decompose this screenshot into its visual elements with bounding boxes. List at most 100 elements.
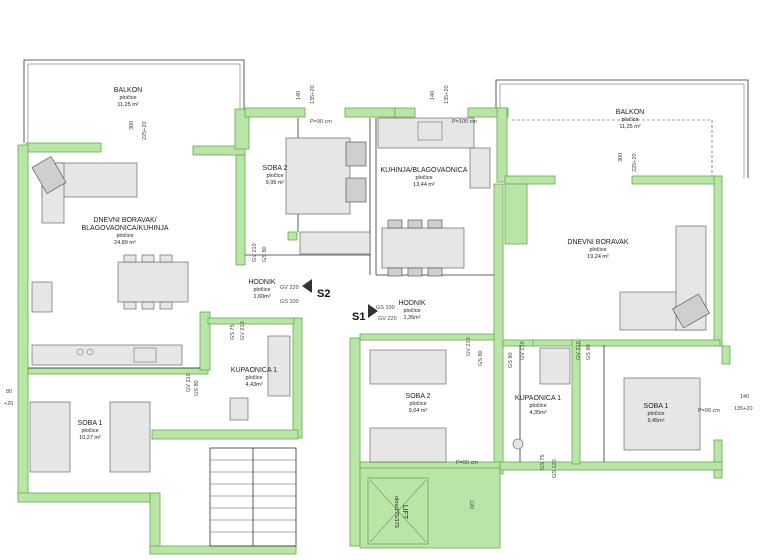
room-area: 1,35m² — [403, 315, 420, 321]
room-area: 4,35m² — [529, 410, 546, 416]
dim-label: 140 — [430, 91, 436, 100]
room-label-hodnik-right: HODNIK pločice 1,35m² — [398, 300, 426, 321]
room-name: HODNIK — [398, 300, 426, 307]
staircase — [209, 447, 297, 547]
room-label-kupaonica-left: KUPAONICA 1 pločice 4,43m² — [231, 367, 277, 388]
lift-shaft — [369, 479, 427, 543]
dim-label: GV 210 — [252, 243, 258, 262]
room-name: SOBA 2 — [263, 165, 288, 172]
dim-label: GS 80 — [586, 344, 592, 360]
dim-label: P=90 cm — [698, 408, 720, 414]
dim-label: 300 — [129, 121, 135, 130]
balcony-right-outline — [495, 79, 749, 178]
room-label-balkon-right: BALKON pločice 11,25 m² — [616, 109, 644, 130]
room-name: BALKON — [616, 109, 644, 116]
room-finish: pločice — [415, 175, 432, 181]
room-area: 13,44 m² — [413, 182, 435, 188]
dim-label: GS 100 — [280, 299, 299, 305]
room-finish: pločice — [253, 287, 270, 293]
section-label-s1: S1 — [352, 311, 365, 323]
dim-label: GS 120 — [552, 459, 558, 478]
room-label-kupaonica-right: KUPAONICA 1 pločice 4,35m² — [515, 395, 561, 416]
dim-label: 225+20 — [632, 153, 638, 172]
room-name: LIFT — [401, 505, 408, 520]
dimension-labels: 300 225+20 140 135+20 P=90 cm 140 135+20… — [4, 85, 753, 509]
room-area: 19,24 m² — [587, 254, 609, 260]
room-label-soba2-right: SOBA 2 pločice 9,04 m² — [406, 393, 431, 414]
room-name: DNEVNI BORAVAK/ — [93, 217, 156, 224]
room-name: SOBA 2 — [406, 393, 431, 400]
room-label-kitchen-right: KUHINJA/BLAGOVAONICA pločice 13,44 m² — [380, 167, 467, 188]
dim-label: GV 220 — [280, 285, 299, 291]
room-name: SOBA 1 — [644, 403, 669, 410]
room-area: 11,25 m² — [619, 124, 640, 130]
room-finish: pločice — [119, 95, 136, 101]
dim-label: GV 210 — [466, 337, 472, 356]
room-area: 1,60m² — [253, 294, 270, 300]
room-label-soba1-right: SOBA 1 pločice 9,45m² — [644, 403, 669, 424]
dim-label: GS 100 — [376, 305, 395, 311]
room-area: 9,04 m² — [409, 408, 428, 414]
room-finish: pločice — [409, 401, 426, 407]
dim-label: 135+20 — [734, 406, 753, 412]
room-label-living-right: DNEVNI BORAVAK pločice 19,24 m² — [567, 239, 629, 260]
room-area: 10,27 m² — [79, 435, 101, 441]
room-name: KUPAONICA 1 — [515, 395, 561, 402]
room-name-2: BLAGOVAONICA/KUHINJA — [81, 225, 168, 232]
room-name: KUPAONICA 1 — [231, 367, 277, 374]
section-label-s2: S2 — [317, 288, 330, 300]
dim-label: GS 80 — [478, 350, 484, 366]
room-label-balkon-left: BALKON pločice 11,25 m² — [114, 87, 142, 108]
dim-label: 300 — [618, 153, 624, 162]
room-finish: pločice — [529, 403, 546, 409]
dim-label: GS 80 — [194, 380, 200, 396]
room-finish: pločice — [589, 247, 606, 253]
room-name: SOBA 1 — [78, 420, 103, 427]
dim-label: +20 — [4, 401, 13, 407]
dim-label: 120 — [468, 500, 474, 509]
room-area: 24,89 m² — [114, 240, 136, 246]
dim-label: GV 210 — [520, 341, 526, 360]
room-area: 11,25 m² — [117, 102, 138, 108]
room-finish: pločice — [81, 428, 98, 434]
dim-label: 140 — [296, 91, 302, 100]
section-marker-s1: S1 — [352, 304, 378, 323]
room-finish: pločice — [245, 375, 262, 381]
dim-label: P=90 cm — [310, 119, 332, 125]
dim-label: 135+20 — [444, 85, 450, 104]
room-area: 9,95 m² — [266, 180, 285, 186]
dim-label: GV 210 — [186, 373, 192, 392]
dim-label: 140 — [740, 394, 749, 400]
balcony-left-outline — [23, 59, 245, 143]
dim-label: GS 75 — [230, 324, 236, 340]
dim-label: GV 210 — [576, 341, 582, 360]
room-label-soba2-left: SOBA 2 pločice 9,95 m² — [263, 165, 288, 186]
room-label-living-left: DNEVNI BORAVAK/ BLAGOVAONICA/KUHINJA plo… — [81, 217, 168, 246]
dim-label: GS 80 — [508, 352, 514, 368]
room-finish: pločice — [266, 173, 283, 179]
dim-label: 80 — [6, 389, 12, 395]
dim-label: GV 220 — [378, 316, 397, 322]
room-finish: pločice — [621, 117, 638, 123]
room-name: KUHINJA/BLAGOVAONICA — [380, 167, 467, 174]
dim-label: GV 210 — [240, 321, 246, 340]
room-area: 9,45m² — [647, 418, 664, 424]
room-name: HODNIK — [248, 279, 276, 286]
dim-label: GS 80 — [262, 246, 268, 262]
dim-label: P=90 cm — [456, 460, 478, 466]
room-label-soba1-left: SOBA 1 pločice 10,27 m² — [78, 420, 103, 441]
dim-label: GS 75 — [540, 454, 546, 470]
room-label-hodnik-left: HODNIK pločice 1,60m² — [248, 279, 276, 300]
dim-label: P=100 cm — [452, 119, 477, 125]
section-marker-s2: S2 — [302, 279, 330, 300]
room-area: 4,43m² — [245, 382, 262, 388]
dim-label: 135+20 — [310, 85, 316, 104]
room-detail: okno175/175 — [393, 496, 399, 528]
room-finish: pločice — [116, 233, 133, 239]
room-label-lift: LIFT okno175/175 — [393, 496, 408, 528]
room-name: DNEVNI BORAVAK — [567, 239, 629, 246]
room-finish: pločice — [647, 411, 664, 417]
room-finish: pločice — [403, 308, 420, 314]
furniture — [29, 117, 710, 473]
